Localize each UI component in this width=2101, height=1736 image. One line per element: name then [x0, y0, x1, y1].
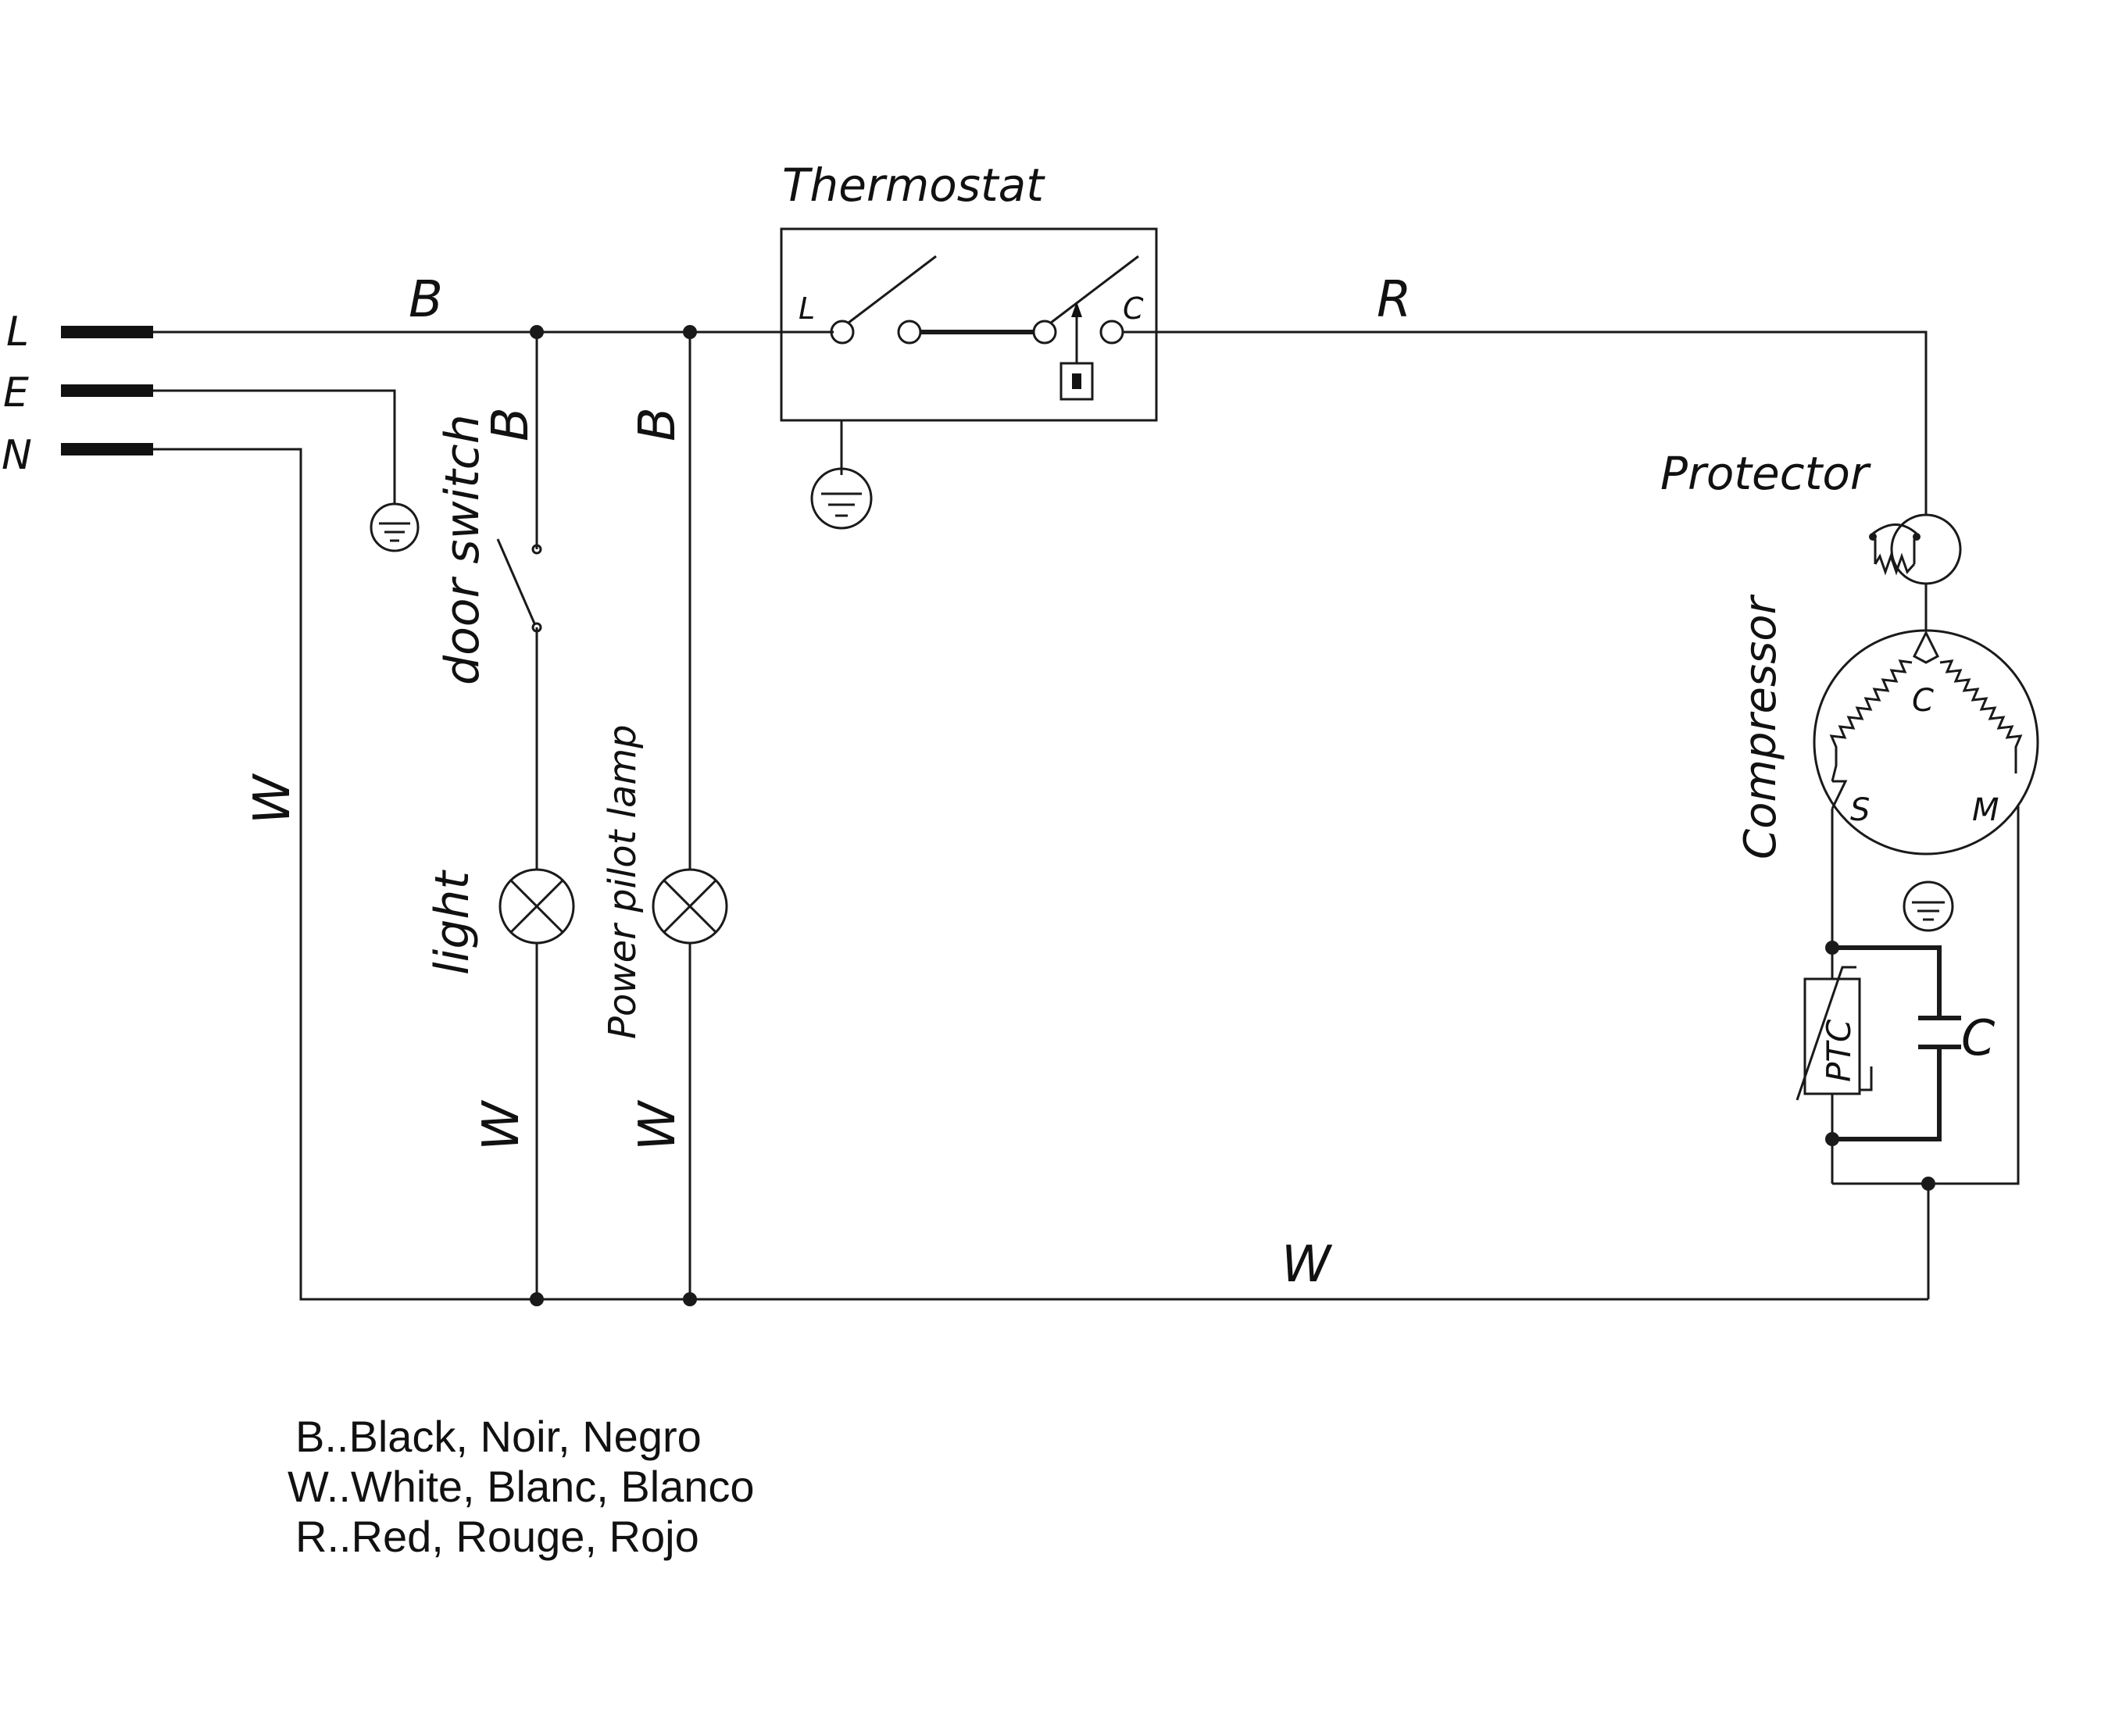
- start-terminal: [1831, 780, 1848, 809]
- red-wire: [1156, 330, 1928, 516]
- thermostat-box: [780, 227, 1158, 422]
- junctions: [530, 325, 1935, 1306]
- compressor-common-label: C: [1912, 683, 1934, 719]
- thermostat-contact: [830, 320, 855, 345]
- junction-dot: [1825, 941, 1839, 955]
- junction-dot: [530, 1292, 544, 1306]
- ptc-thermistor-mark: [1795, 966, 1856, 1101]
- main-wire: [1832, 805, 2020, 1185]
- compressor-housing: [1813, 629, 2039, 855]
- lamp-icon: [652, 868, 728, 945]
- arrow-up-icon: [1071, 302, 1082, 317]
- thermostat-contact: [897, 320, 922, 345]
- thermostat-bulb: [1059, 362, 1094, 401]
- thermostat-switch-blade: [848, 255, 937, 324]
- white-return-wire: [153, 448, 1928, 1301]
- thermostat-out-label: C: [1123, 291, 1144, 326]
- ground-icon: [370, 502, 420, 552]
- protector: Protector: [1660, 447, 1962, 585]
- neutral-wire-label: W: [244, 773, 302, 824]
- pilot-lamp-label: Power pilot lamp: [601, 724, 645, 1039]
- compressor-main-label: M: [1972, 792, 1999, 828]
- ground-symbol: [810, 467, 873, 530]
- black-wire-label: B: [409, 271, 443, 329]
- door-switch-wire-label: B: [482, 407, 540, 441]
- thermostat-title: Thermostat: [782, 159, 1045, 212]
- compressor-title: Compressor: [1735, 594, 1786, 859]
- ground-icon: [1903, 881, 1954, 932]
- legend-line: B..Black, Noir, Negro: [295, 1412, 702, 1461]
- white-wire-label: W: [1281, 1236, 1333, 1294]
- wire-labels: B R W B B W W W: [244, 271, 1411, 1294]
- line-terminal-label: L: [6, 309, 29, 355]
- supply-terminals: L E N: [2, 309, 153, 479]
- capacitor-bottom-lead: [1832, 1047, 1942, 1141]
- color-legend: B..Black, Noir, Negro W..White, Blanc, B…: [288, 1412, 755, 1561]
- switch-contact: [531, 622, 542, 633]
- ptc-starter: PTC: [1795, 966, 1873, 1101]
- pilot-white-wire-label: W: [629, 1099, 687, 1151]
- switch-blade: [496, 538, 536, 624]
- red-wire-label: R: [1377, 271, 1411, 329]
- pilot-black-wire-label: B: [629, 407, 687, 441]
- junction-dot: [683, 325, 697, 339]
- ground-symbol: [370, 502, 420, 552]
- light-white-wire-label: W: [473, 1099, 531, 1151]
- light-lamp: light: [425, 868, 575, 975]
- thermostat-bulb-core: [1072, 373, 1081, 389]
- common-terminal: [1913, 630, 1939, 664]
- ground-symbol: [1903, 881, 1954, 932]
- junction-dot: [683, 1292, 697, 1306]
- thermostat-switch-blade: [1050, 255, 1139, 324]
- legend-line: W..White, Blanc, Blanco: [288, 1462, 755, 1511]
- junction-dot: [1921, 1177, 1935, 1191]
- ptc-label: PTC: [1820, 1019, 1858, 1082]
- start-winding: [1829, 659, 1913, 782]
- earth-wire: [153, 389, 396, 504]
- ptc-body: [1803, 977, 1861, 1095]
- neutral-terminal-label: N: [2, 432, 32, 479]
- switch-contact: [531, 544, 542, 555]
- junction-dot: [1825, 1132, 1839, 1146]
- ptc-thermistor-mark: [1860, 1066, 1873, 1091]
- main-winding: [1939, 659, 2023, 773]
- run-capacitor: C: [1918, 1009, 1996, 1066]
- pilot-lamp: Power pilot lamp: [601, 724, 728, 1039]
- protector-icon: [1890, 513, 1962, 585]
- capacitor-label: C: [1961, 1009, 1996, 1066]
- thermostat-contact: [1032, 320, 1057, 345]
- capacitor-top-lead: [1832, 945, 1942, 1018]
- lamp-icon: [498, 868, 575, 945]
- wiring: [153, 330, 2020, 1301]
- thermostat-in-label: L: [799, 291, 815, 326]
- door-switch: door switch: [435, 414, 542, 685]
- thermostat: Thermostat L C: [780, 159, 1158, 475]
- legend-line: R..Red, Rouge, Rojo: [295, 1512, 699, 1561]
- door-switch-label: door switch: [435, 414, 490, 685]
- earth-terminal-label: E: [3, 370, 29, 416]
- light-label: light: [425, 870, 480, 975]
- junction-dot: [530, 325, 544, 339]
- thermostat-contact: [1099, 320, 1124, 345]
- bimetal-arc: [1872, 523, 1917, 535]
- compressor: C S M Compressor: [1735, 594, 2039, 859]
- protector-title: Protector: [1660, 447, 1871, 500]
- compressor-start-label: S: [1850, 792, 1870, 828]
- ground-icon: [810, 467, 873, 530]
